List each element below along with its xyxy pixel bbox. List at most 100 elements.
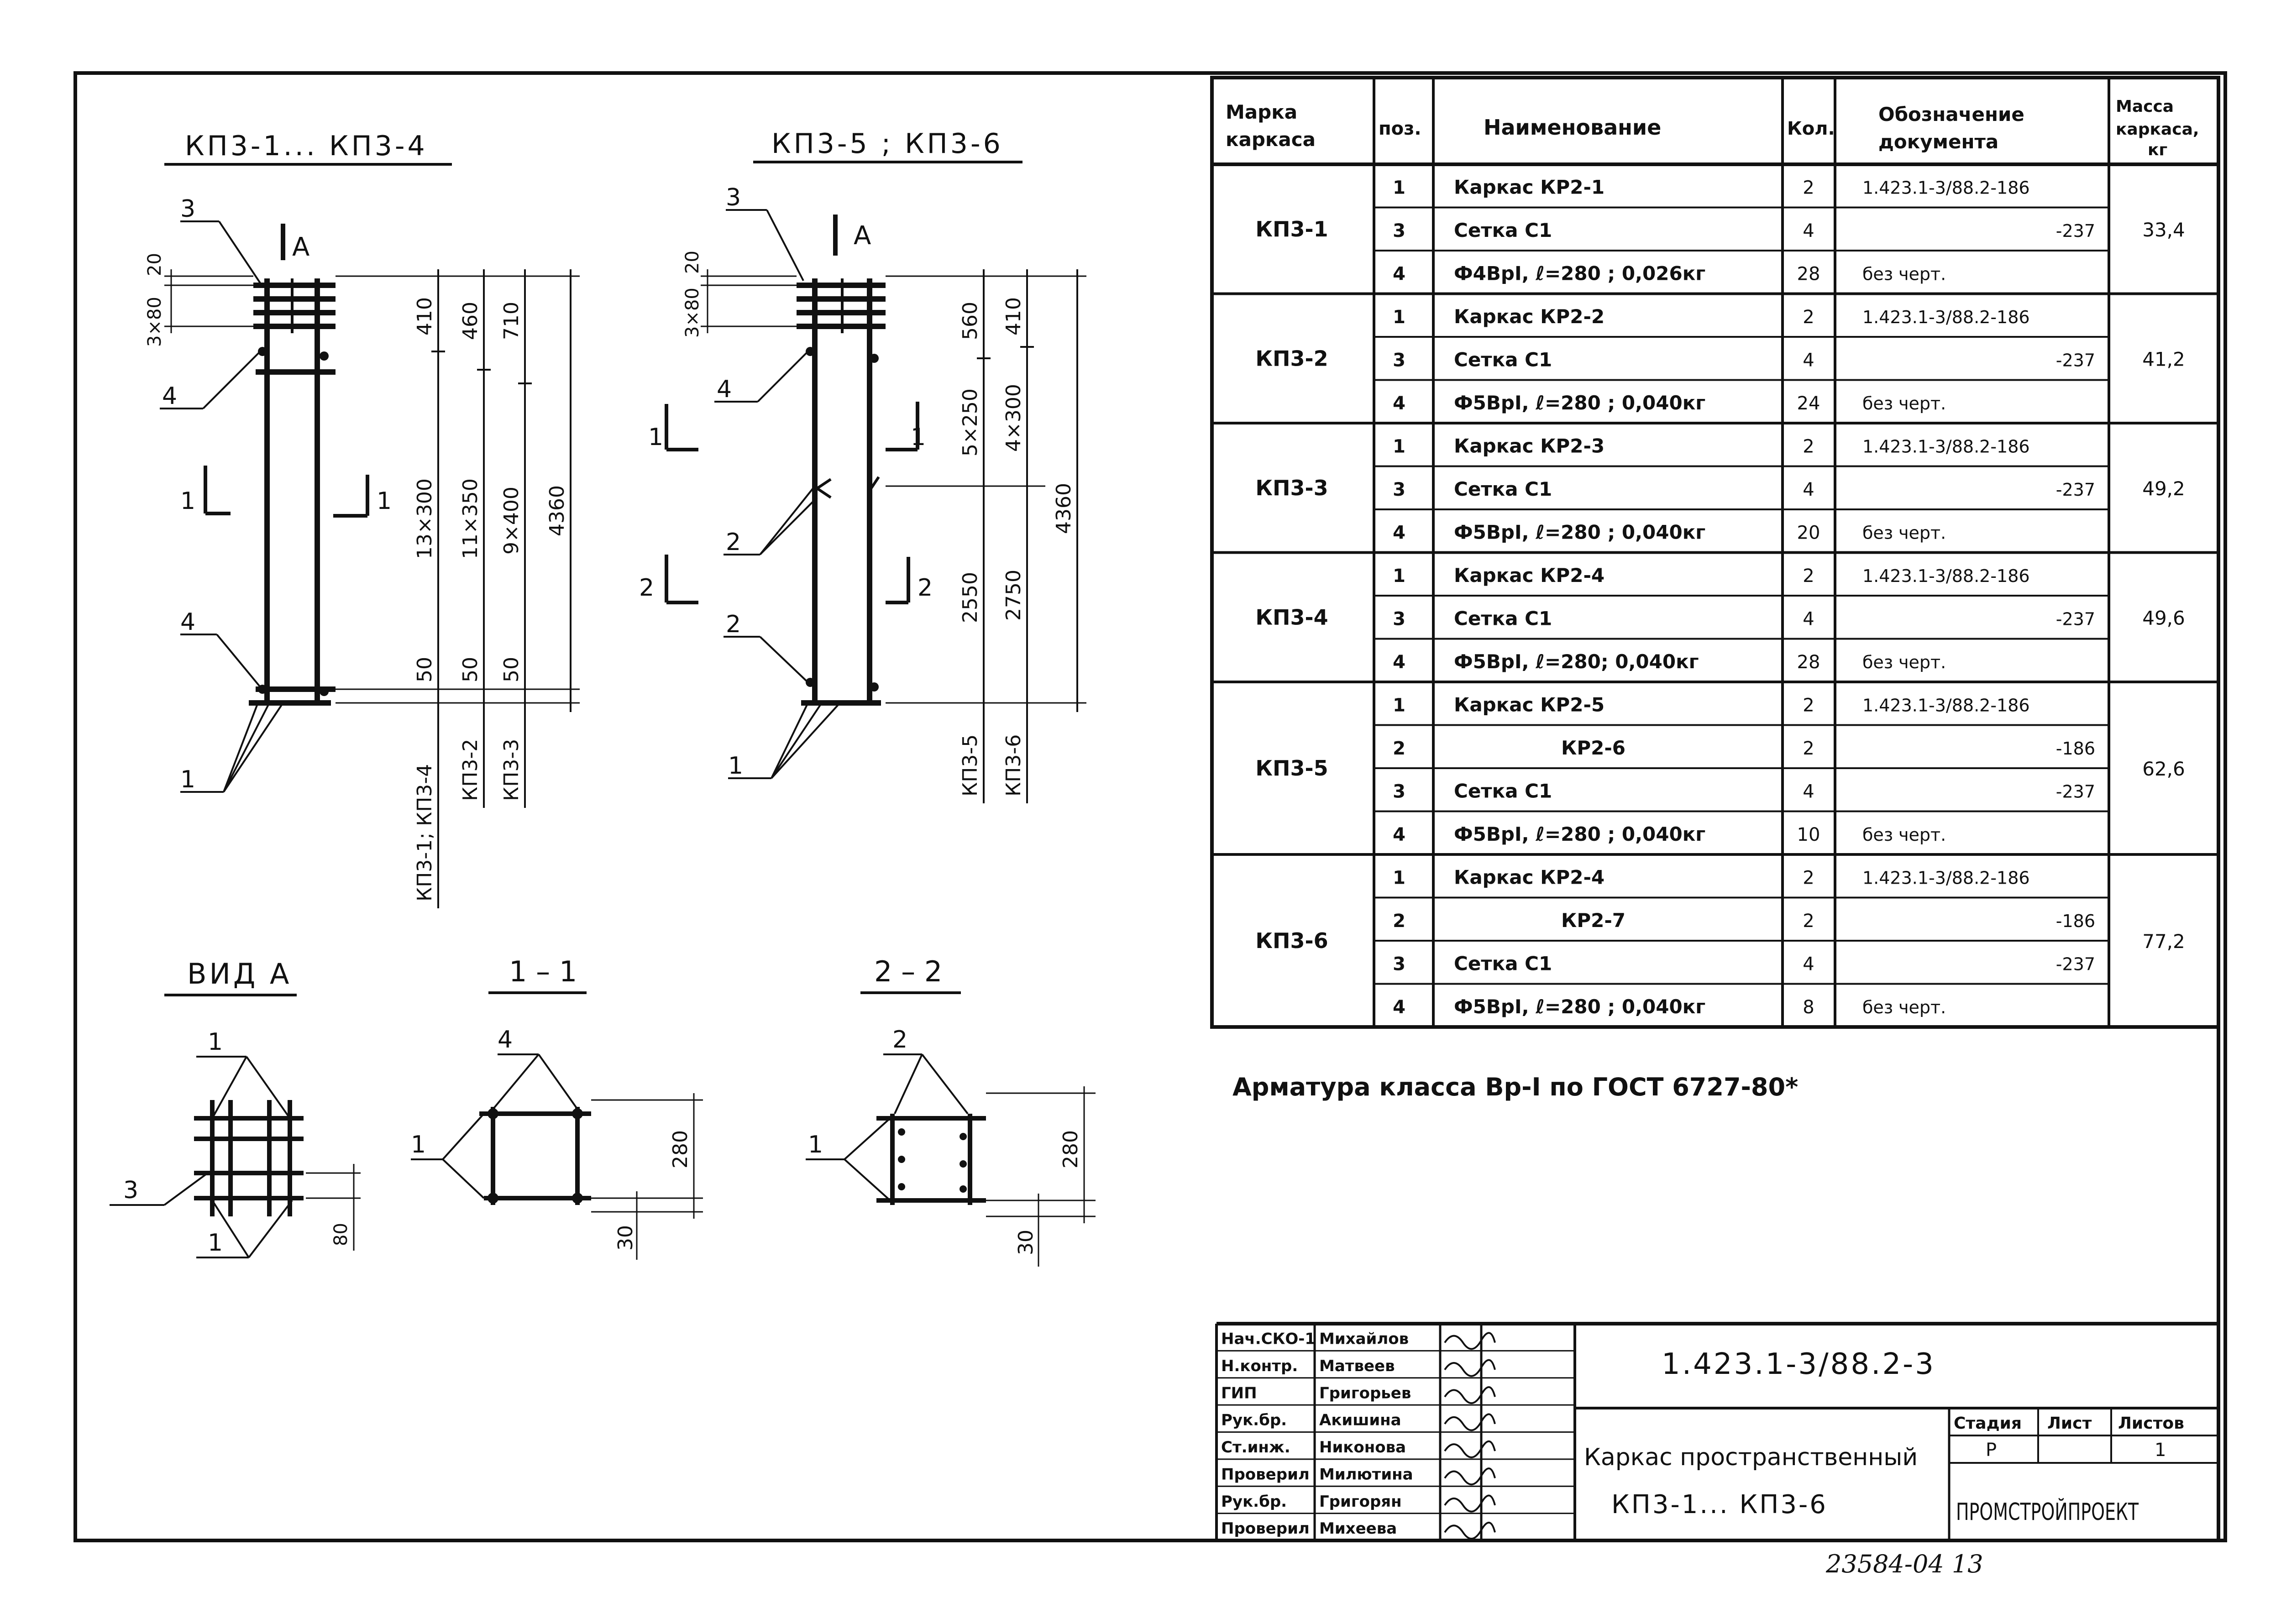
dim-col1-mid: 13×300 <box>413 478 436 559</box>
cell-name: Сетка С1 <box>1454 780 1552 802</box>
cell-pos: 1 <box>1393 566 1405 587</box>
cell-doc: без черт. <box>1862 264 1946 284</box>
cell-mark: КП3-4 <box>1255 605 1328 629</box>
tb-person: Григорян <box>1319 1493 1402 1511</box>
cell-doc: без черт. <box>1862 523 1946 543</box>
signature <box>1444 1494 1496 1513</box>
cell-name: Каркас КР2-1 <box>1454 176 1605 198</box>
tb-role: Рук.бр. <box>1221 1411 1287 1430</box>
cell-mass: 77,2 <box>2142 930 2185 953</box>
section-mark-2-left: 2 <box>639 574 654 602</box>
cell-doc: -186 <box>2056 739 2095 759</box>
cell-mark: КП3-5 <box>1255 756 1328 781</box>
callout-1-top: 1 <box>208 1028 223 1056</box>
view-mark-a: А <box>292 232 309 262</box>
tb-person: Григорьев <box>1319 1384 1411 1402</box>
dim-col3-top: 710 <box>500 302 523 340</box>
cell-name: Сетка С1 <box>1454 219 1552 241</box>
dim-30: 30 <box>614 1225 637 1251</box>
signature <box>1444 1413 1496 1431</box>
callout-3: 3 <box>726 184 741 211</box>
dim-col2-top: 410 <box>1002 297 1025 335</box>
doc-code: 1.423.1-3/88.2-3 <box>1662 1347 1935 1381</box>
signature <box>1444 1386 1496 1404</box>
reinforcement-note: Арматура класса Вр-I по ГОСТ 6727-80* <box>1232 1073 1798 1101</box>
section-title: 1 – 1 <box>509 955 577 988</box>
callout-4: 4 <box>498 1026 513 1053</box>
dim-label-kp1-kp4: КП3-1; КП3-4 <box>413 764 436 901</box>
signature <box>1444 1332 1496 1350</box>
cell-qty: 2 <box>1803 738 1814 759</box>
tb-person: Матвеев <box>1319 1357 1395 1375</box>
cell-mass: 33,4 <box>2142 219 2185 241</box>
cell-pos: 1 <box>1393 307 1405 328</box>
cell-qty: 24 <box>1797 393 1820 414</box>
view-title: КП3-5 ; КП3-6 <box>771 128 1003 160</box>
cell-qty: 2 <box>1803 911 1814 932</box>
cell-mark: КП3-1 <box>1255 217 1328 241</box>
tb-person: Никонова <box>1319 1438 1406 1456</box>
callout-3: 3 <box>180 195 195 223</box>
cell-name: Каркас КР2-5 <box>1454 693 1605 716</box>
dim-label-kp2: КП3-2 <box>459 739 482 801</box>
dim-col2-top: 460 <box>459 302 482 340</box>
callout-1-bottom: 1 <box>208 1229 223 1257</box>
callout-1: 1 <box>728 752 743 780</box>
tb-person: Михайлов <box>1319 1330 1409 1348</box>
section-mark-1-left: 1 <box>648 424 663 451</box>
callout-4-bottom: 4 <box>180 608 195 636</box>
sheet-frame <box>73 71 2227 1542</box>
cell-pos: 4 <box>1393 393 1405 414</box>
cell-doc: -237 <box>2056 480 2095 500</box>
view-title: КП3-1... КП3-4 <box>185 130 428 162</box>
cell-name: Сетка С1 <box>1454 478 1552 500</box>
dim-3x80: 3×80 <box>682 288 703 338</box>
header-name: Наименование <box>1484 115 1661 140</box>
dim-col2-bot: 2750 <box>1002 570 1025 621</box>
cell-name: Ф5ВрI, ℓ=280; 0,040кг <box>1454 650 1699 673</box>
callout-2: 2 <box>892 1026 907 1053</box>
tb-role: Рук.бр. <box>1221 1493 1287 1511</box>
cell-mass: 41,2 <box>2142 348 2185 370</box>
cell-qty: 4 <box>1803 350 1814 371</box>
cell-pos: 3 <box>1393 350 1405 371</box>
dim-label-kp3: КП3-3 <box>500 739 523 801</box>
dim-col1-top: 410 <box>413 297 436 335</box>
cell-pos: 1 <box>1393 177 1405 198</box>
cell-name: Ф5ВрI, ℓ=280 ; 0,040кг <box>1454 392 1705 414</box>
dim-col2-mid: 11×350 <box>459 478 482 559</box>
cell-doc: -186 <box>2056 911 2095 931</box>
cell-doc: -237 <box>2056 350 2095 370</box>
cell-pos: 3 <box>1393 953 1405 974</box>
dim-col1-mid: 5×250 <box>959 388 982 456</box>
cell-pos: 2 <box>1393 911 1405 932</box>
cell-qty: 4 <box>1803 220 1814 241</box>
section-mark-2-right: 2 <box>918 574 933 602</box>
cell-name: КР2-7 <box>1561 909 1626 932</box>
tb-role: ГИП <box>1221 1384 1257 1402</box>
cell-name: Каркас КР2-4 <box>1454 866 1605 888</box>
cell-doc: 1.423.1-3/88.2-186 <box>1862 307 2030 327</box>
section-mark-1-right: 1 <box>377 487 392 515</box>
dim-280: 280 <box>669 1130 692 1168</box>
cell-doc: -237 <box>2056 221 2095 241</box>
dim-total: 4360 <box>545 485 569 536</box>
tb-person: Михеева <box>1319 1519 1397 1538</box>
cell-qty: 2 <box>1803 566 1814 587</box>
section-1-1: 1 – 1 4 1 280 30 <box>411 955 703 1260</box>
view-a: ВИД А 1 3 1 80 <box>110 957 361 1258</box>
cell-pos: 4 <box>1393 522 1405 543</box>
cell-pos: 3 <box>1393 781 1405 802</box>
callout-2-bottom: 2 <box>726 611 741 638</box>
callout-4: 4 <box>717 376 732 403</box>
cell-qty: 10 <box>1797 824 1820 845</box>
cell-qty: 2 <box>1803 695 1814 716</box>
dim-col1-bot: 50 <box>413 657 436 682</box>
tb-role: Проверил <box>1221 1519 1310 1538</box>
cell-pos: 3 <box>1393 220 1405 241</box>
cell-mark: КП3-3 <box>1255 476 1328 500</box>
dim-20: 20 <box>682 251 703 274</box>
view-kp5-6: КП3-5 ; КП3-6 А 3 4 2 2 <box>639 128 1086 803</box>
